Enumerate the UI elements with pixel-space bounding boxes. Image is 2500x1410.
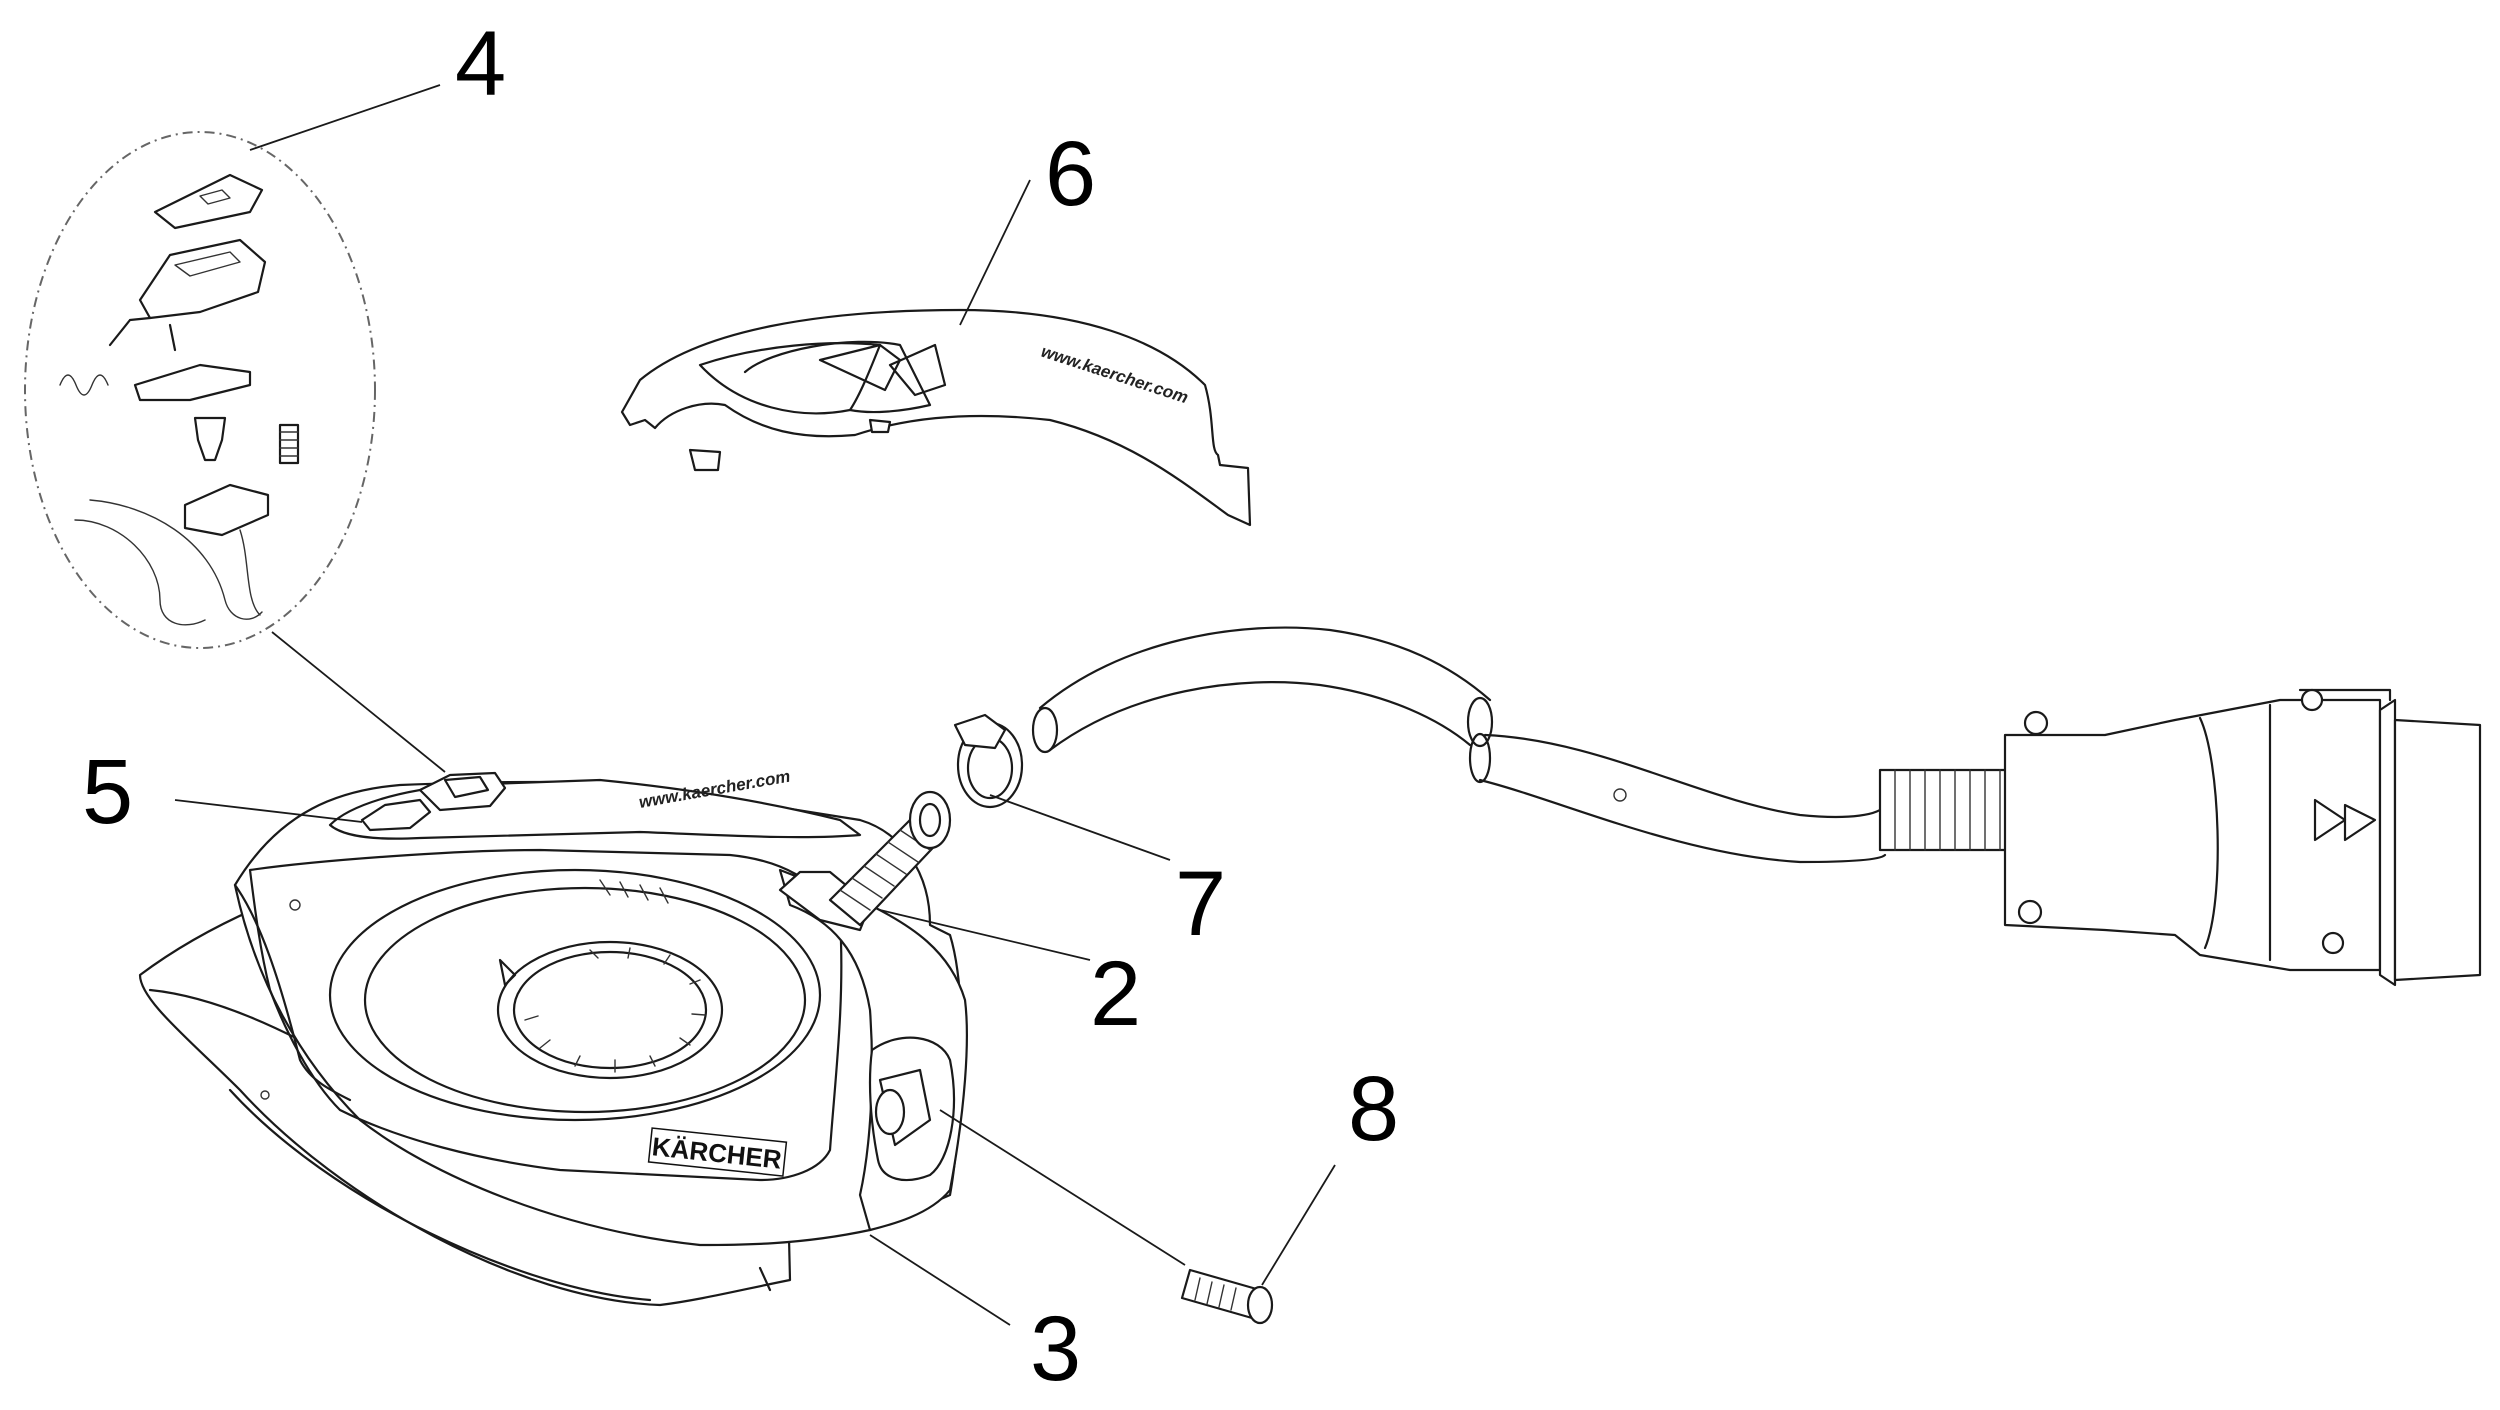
button-cap xyxy=(153,173,264,230)
steam-hose xyxy=(1031,626,1887,864)
switch-housing xyxy=(138,238,267,320)
handle-cover-part-6: www.kaercher.com xyxy=(620,308,1252,527)
callout-4: 4 xyxy=(455,13,506,115)
small-screw xyxy=(193,416,227,462)
spring-connector-part-2 xyxy=(778,790,952,932)
detail-ellipse xyxy=(24,131,376,649)
iron-body: www.kaercher.com KÄRCHER xyxy=(138,767,968,1307)
spring-left xyxy=(59,374,109,396)
callout-6: 6 xyxy=(1045,123,1096,225)
slider-plate xyxy=(133,363,252,402)
steam-button-part-5 xyxy=(360,798,432,832)
callout-5: 5 xyxy=(82,741,133,843)
detail-group-part-4 xyxy=(24,131,376,649)
screw-part-8 xyxy=(1180,1268,1274,1325)
callout-2: 2 xyxy=(1090,943,1141,1045)
microswitch xyxy=(183,483,270,537)
hose-clamp-part-7 xyxy=(953,713,1024,809)
callout-3: 3 xyxy=(1030,1298,1081,1400)
hose-plug xyxy=(1878,688,2482,987)
spring-right xyxy=(278,423,300,465)
callout-7: 7 xyxy=(1175,853,1226,955)
callout-8: 8 xyxy=(1348,1058,1399,1160)
